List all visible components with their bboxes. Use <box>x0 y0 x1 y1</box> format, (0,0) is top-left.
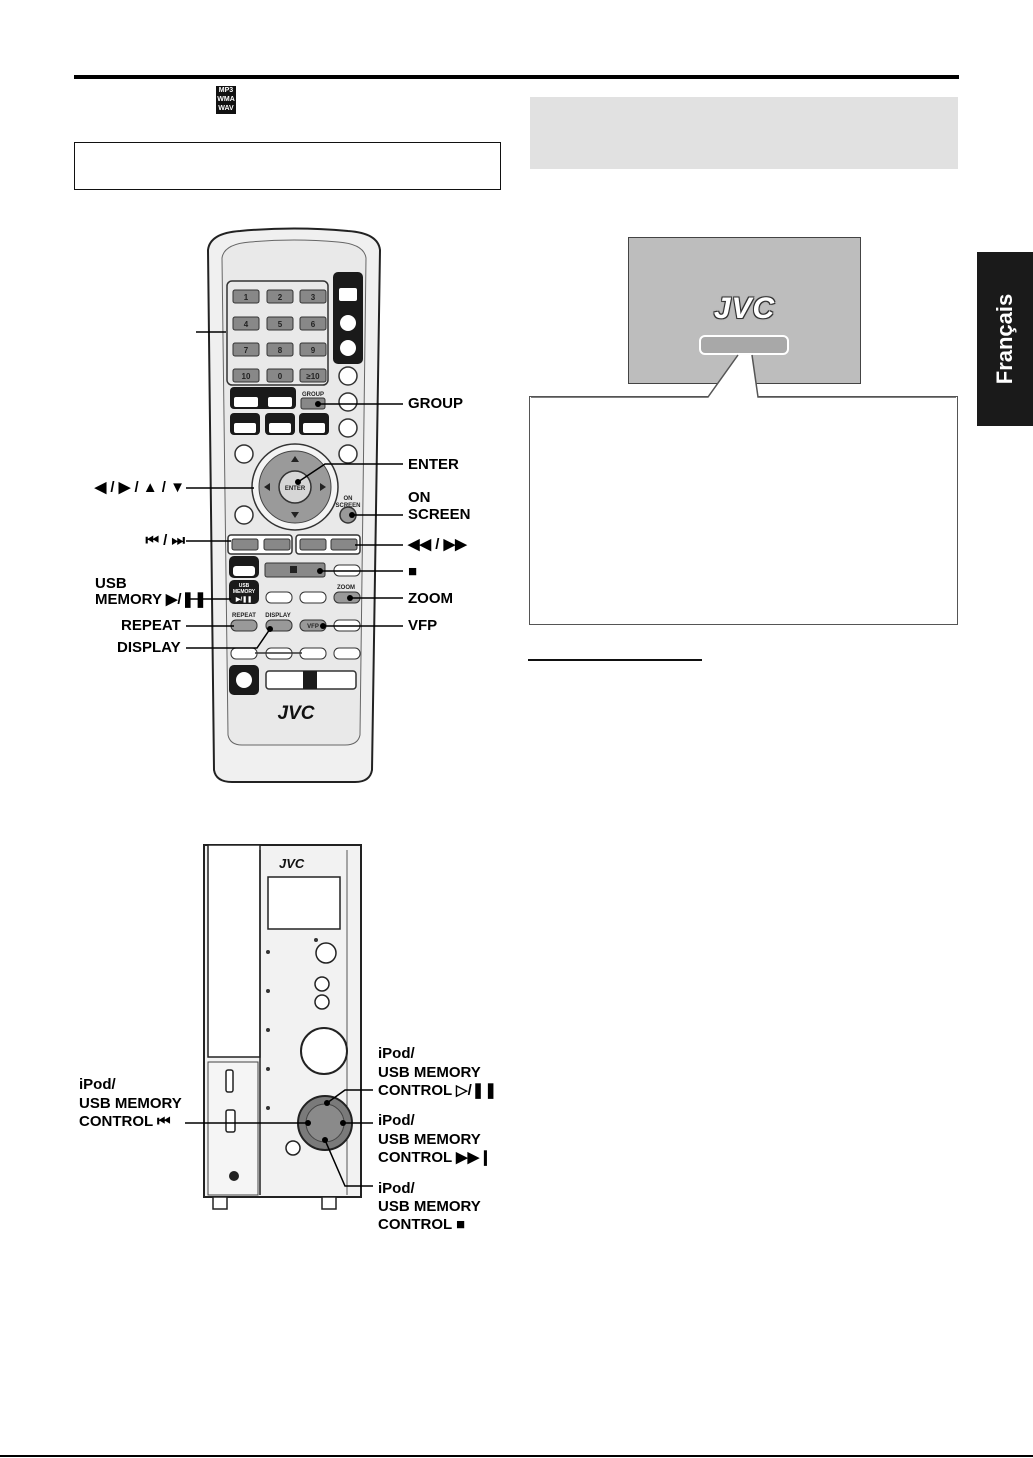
on-screen-text-2: SCREEN <box>335 503 360 509</box>
numpad-plus10[interactable]: ≥10 <box>306 372 320 381</box>
usb-text-1: USB <box>239 583 250 589</box>
remote-numpad: 1 2 3 4 5 6 7 8 9 10 0 ≥10 <box>232 289 327 383</box>
bottom-rule <box>0 1455 1033 1457</box>
numpad-0[interactable]: 0 <box>278 372 283 381</box>
volume-knob[interactable] <box>300 1027 348 1075</box>
label-stop-3: CONTROL ■ <box>378 1216 466 1233</box>
numpad-8[interactable]: 8 <box>278 346 283 355</box>
group-button-text: GROUP <box>302 392 324 398</box>
numpad-4[interactable]: 4 <box>244 320 249 329</box>
label-next-1: iPod/ <box>378 1112 415 1129</box>
label-usb-1: USB <box>95 575 127 592</box>
label-on-screen-1: ON <box>408 489 431 506</box>
numpad-1[interactable]: 1 <box>244 293 249 302</box>
tv-message-slot <box>699 335 789 355</box>
label-play-2: USB MEMORY <box>378 1064 481 1081</box>
label-next-2: USB MEMORY <box>378 1131 481 1148</box>
display-button-text: DISPLAY <box>265 613 290 619</box>
numpad-2[interactable]: 2 <box>278 293 283 302</box>
skip-forward-button[interactable] <box>263 538 291 551</box>
top-rule <box>74 75 959 79</box>
section-title-box <box>74 142 501 190</box>
numpad-7[interactable]: 7 <box>244 346 249 355</box>
numpad-5[interactable]: 5 <box>278 320 283 329</box>
label-stop: ■ <box>408 563 418 580</box>
tv-screen: JVC <box>628 237 861 384</box>
usb-text-2: MEMORY <box>233 589 256 595</box>
label-repeat: REPEAT <box>121 617 181 634</box>
numpad-6[interactable]: 6 <box>311 320 316 329</box>
label-display: DISPLAY <box>117 639 181 656</box>
label-next-3: CONTROL ▶▶❙ <box>378 1149 492 1166</box>
label-on-screen-2: SCREEN <box>408 506 471 523</box>
callout-box <box>529 396 958 625</box>
label-prev-3: CONTROL ⏮ <box>79 1113 171 1130</box>
label-prev-2: USB MEMORY <box>79 1095 182 1112</box>
label-usb-2: MEMORY ▶/❚❚ <box>95 591 207 608</box>
format-badge: MP3 WMA WAV <box>216 86 236 114</box>
label-stop-1: iPod/ <box>378 1180 415 1197</box>
label-enter: ENTER <box>408 456 459 473</box>
numpad-9[interactable]: 9 <box>311 346 316 355</box>
numpad-10[interactable]: 10 <box>242 372 251 381</box>
label-stop-2: USB MEMORY <box>378 1198 481 1215</box>
zoom-button-text: ZOOM <box>337 585 355 591</box>
rewind-button[interactable] <box>299 538 327 551</box>
skip-back-button[interactable] <box>231 538 259 551</box>
section-rule <box>528 659 702 661</box>
repeat-button-text: REPEAT <box>232 613 256 619</box>
remote-brand-logo: JVC <box>278 703 315 724</box>
numpad-3[interactable]: 3 <box>311 293 316 302</box>
tv-logo: JVC <box>713 292 776 325</box>
label-vfp: VFP <box>408 617 438 634</box>
label-skip: ⏮ / ⏭ <box>145 532 185 549</box>
enter-button-text: ENTER <box>285 486 306 492</box>
format-mp3: MP3 <box>218 87 234 94</box>
label-play-3: CONTROL ▷/❚❚ <box>378 1082 497 1099</box>
label-prev-1: iPod/ <box>79 1076 116 1093</box>
label-cursor: ◀ / ▶ / ▲ / ▼ <box>94 479 185 496</box>
format-wma: WMA <box>217 96 235 103</box>
language-tab: Français <box>977 252 1033 426</box>
section-header-panel <box>530 97 958 169</box>
format-wav: WAV <box>218 105 234 112</box>
label-zoom: ZOOM <box>408 590 453 607</box>
label-search: ◀◀ / ▶▶ <box>408 536 467 553</box>
label-play-1: iPod/ <box>378 1045 415 1062</box>
usb-memory-button[interactable] <box>229 580 259 604</box>
label-group: GROUP <box>408 395 464 412</box>
on-screen-text-1: ON <box>344 496 353 502</box>
vfp-button-text: VFP <box>307 624 319 630</box>
usb-text-3: ▶/❚❚ <box>235 596 252 603</box>
unit-brand-logo: JVC <box>279 856 305 871</box>
